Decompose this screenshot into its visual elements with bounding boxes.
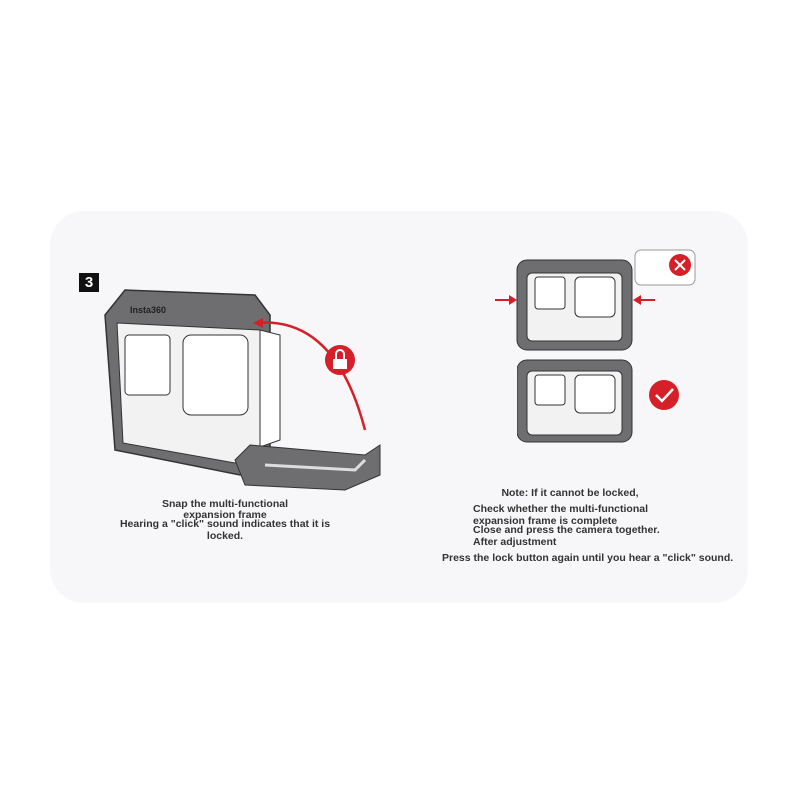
arrow-icon [253, 318, 263, 328]
caption-line: locked. [206, 530, 244, 542]
arrow-icon [633, 295, 641, 305]
caption-line: After adjustment [473, 536, 557, 548]
camera-frame-illustration: Insta360 [104, 289, 381, 491]
note-text: Note: If it cannot be locked, [501, 487, 639, 499]
left-caption: Snap the multi-functional expansion fram… [110, 498, 340, 542]
check-icon [649, 380, 679, 410]
caption-line: Close and press the camera together. [473, 524, 660, 536]
camera-frame-locked-illustration [517, 359, 679, 443]
caption-line: expansion frame is complete [473, 515, 618, 527]
caption-line: Hearing a "click" sound indicates that i… [119, 518, 331, 530]
right-caption: Check whether the multi-functional expan… [473, 503, 660, 548]
camera-frame-unlocked-illustration [495, 249, 696, 351]
caption-line: Snap the multi-functional [162, 498, 288, 510]
caption-line: expansion frame [183, 509, 267, 521]
arrow-icon [509, 295, 517, 305]
brand-label: Insta360 [130, 305, 166, 315]
caption-line: Check whether the multi-functional [473, 503, 649, 515]
step-number-badge: 3 [79, 273, 99, 292]
final-instruction: Press the lock button again until you he… [442, 552, 734, 564]
